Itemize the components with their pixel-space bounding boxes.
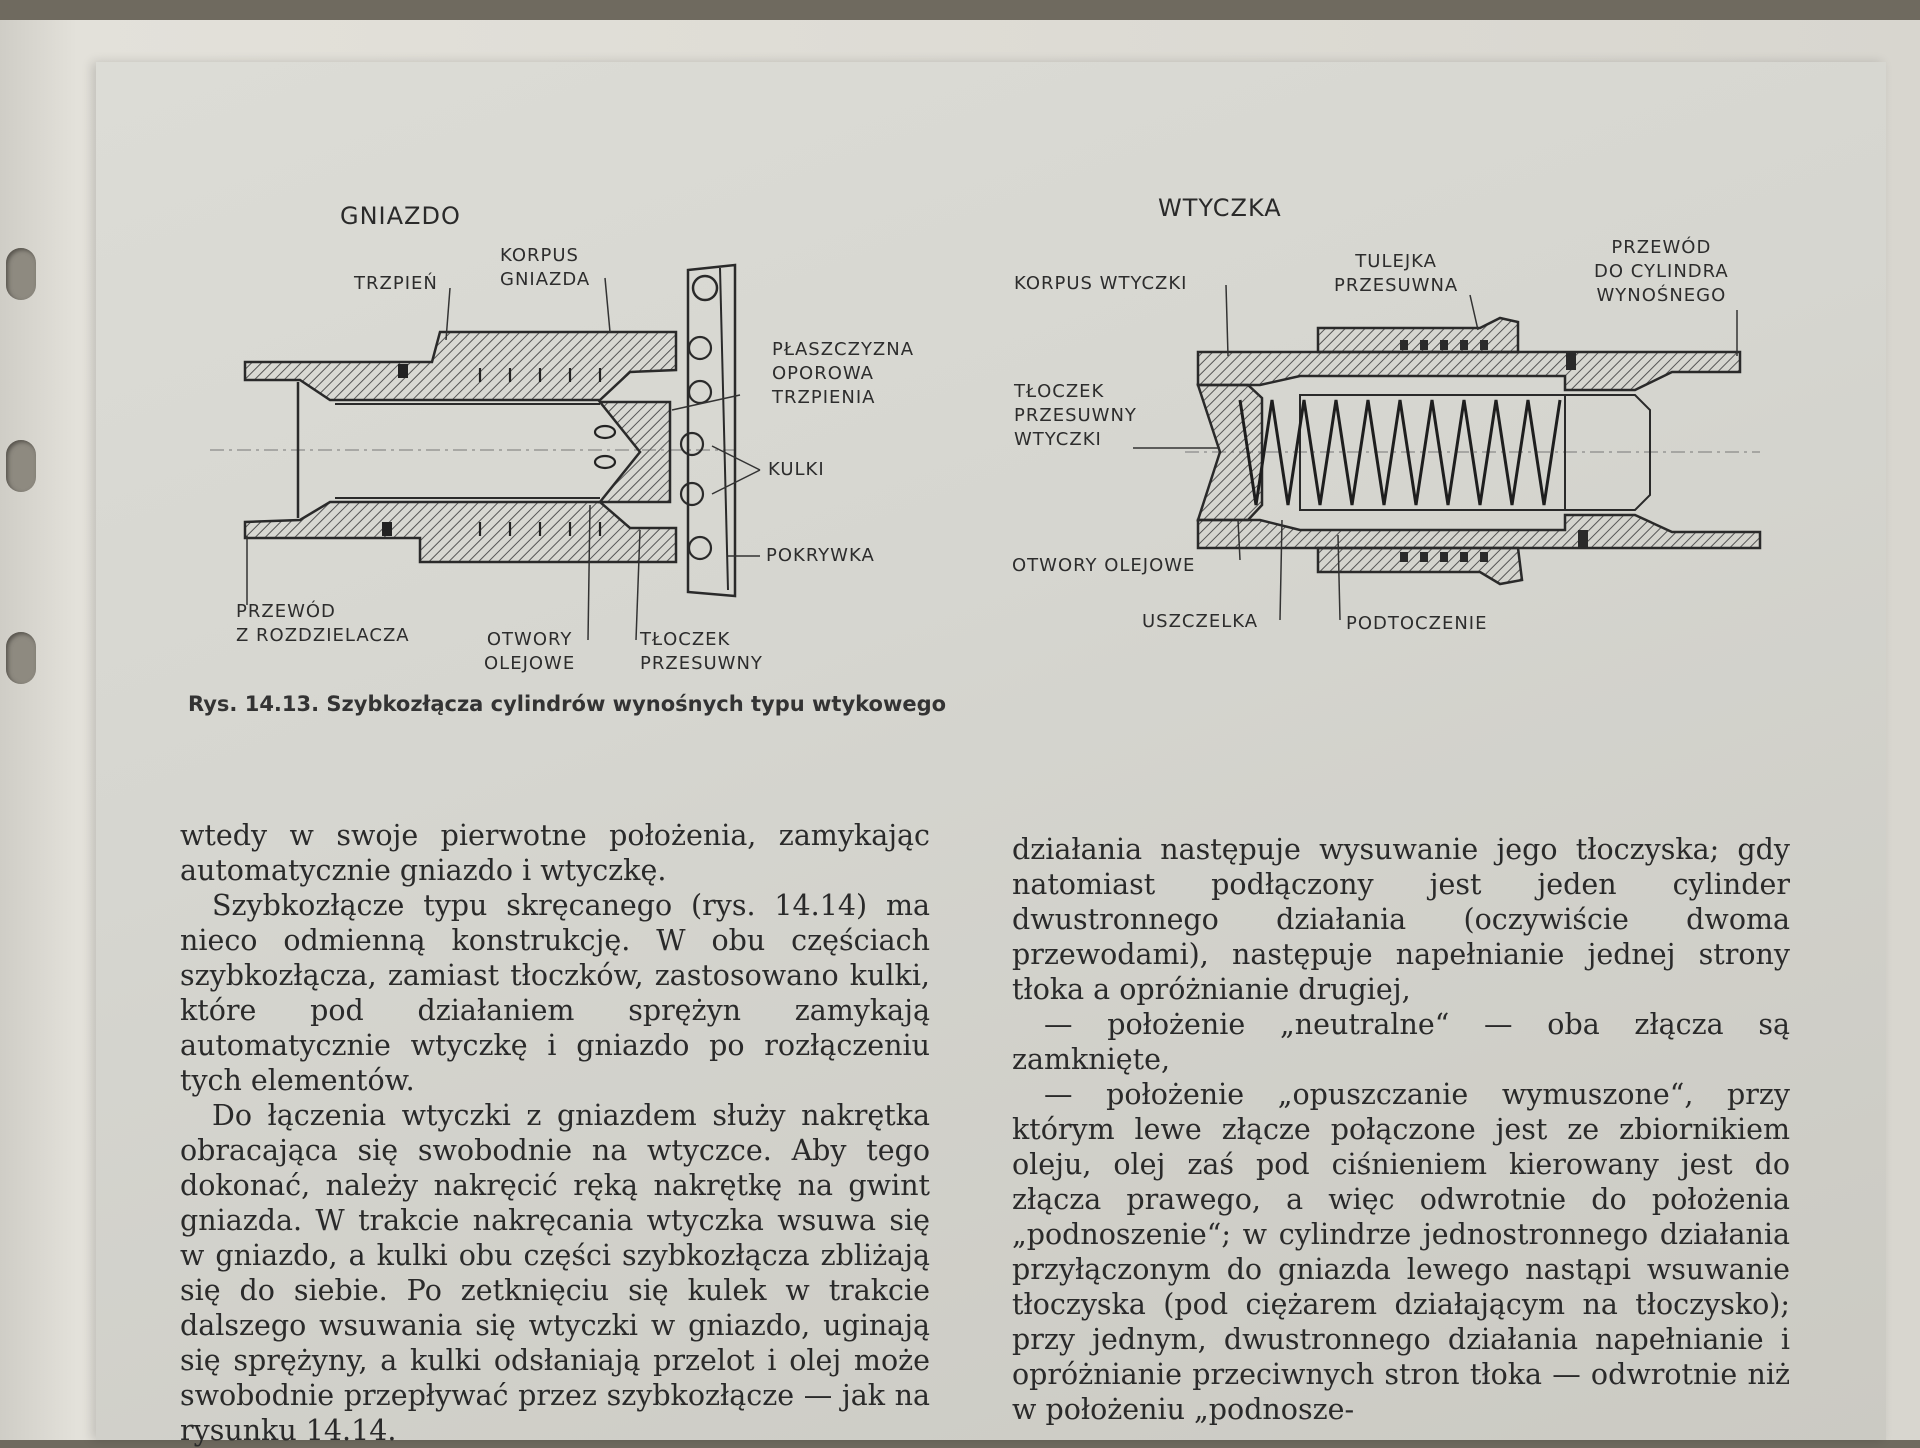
label-plaszczyzna: PŁASZCZYZNA OPOROWA TRZPIENIA — [772, 339, 915, 408]
punch-hole — [6, 248, 36, 300]
label-otwory-olejowe-wtyczki: OTWORY OLEJOWE — [1012, 555, 1196, 576]
label-przewod-cylindra: PRZEWÓD DO CYLINDRA WYNOŚNEGO — [1594, 237, 1729, 306]
label-uszczelka: USZCZELKA — [1142, 611, 1259, 632]
left-text-column: wtedy w swoje pierwotne położenia, zamyk… — [180, 818, 930, 1448]
label-tloczek-wtyczki: TŁOCZEK PRZESUWNY WTYCZKI — [1014, 381, 1137, 450]
figure-caption: Rys. 14.13. Szybkozłącza cylindrów wynoś… — [188, 692, 947, 716]
label-otwory-olejowe: OTWORY OLEJOWE — [484, 629, 576, 674]
label-tulejka: TULEJKA PRZESUWNA — [1334, 251, 1459, 296]
paragraph: — położenie „opuszczanie wymuszone“, prz… — [1012, 1078, 1790, 1426]
label-kulki: KULKI — [768, 459, 825, 480]
paragraph: Szybkozłącze typu skręcanego (rys. 14.14… — [180, 889, 930, 1097]
label-korpus-gniazda: KORPUS GNIAZDA — [500, 245, 591, 290]
plug-drawing — [1133, 284, 1762, 621]
label-pokrywka: POKRYWKA — [766, 545, 875, 566]
book-page — [96, 62, 1886, 1440]
label-podtoczenie: PODTOCZENIE — [1346, 613, 1488, 634]
socket-drawing — [210, 263, 761, 641]
label-tloczek-przesuwny: TŁOCZEK PRZESUWNY — [640, 629, 763, 674]
label-trzpien: TRZPIEŃ — [354, 273, 438, 294]
paragraph: wtedy w swoje pierwotne położenia, zamyk… — [180, 819, 930, 887]
paragraph: Do łączenia wtyczki z gniazdem służy nak… — [180, 1099, 930, 1447]
label-przewod-rozdzielacza: PRZEWÓD Z ROZDZIELACZA — [236, 601, 410, 646]
paragraph: — położenie „neutralne“ — oba złącza są … — [1012, 1008, 1790, 1076]
punch-hole — [6, 632, 36, 684]
socket-title: GNIAZDO — [340, 202, 461, 230]
right-text-column: działania następuje wysuwanie jego tłocz… — [1012, 832, 1790, 1427]
paragraph: działania następuje wysuwanie jego tłocz… — [1012, 833, 1790, 1006]
label-korpus-wtyczki: KORPUS WTYCZKI — [1014, 273, 1188, 294]
plug-title: WTYCZKA — [1158, 194, 1282, 222]
punch-hole — [6, 440, 36, 492]
